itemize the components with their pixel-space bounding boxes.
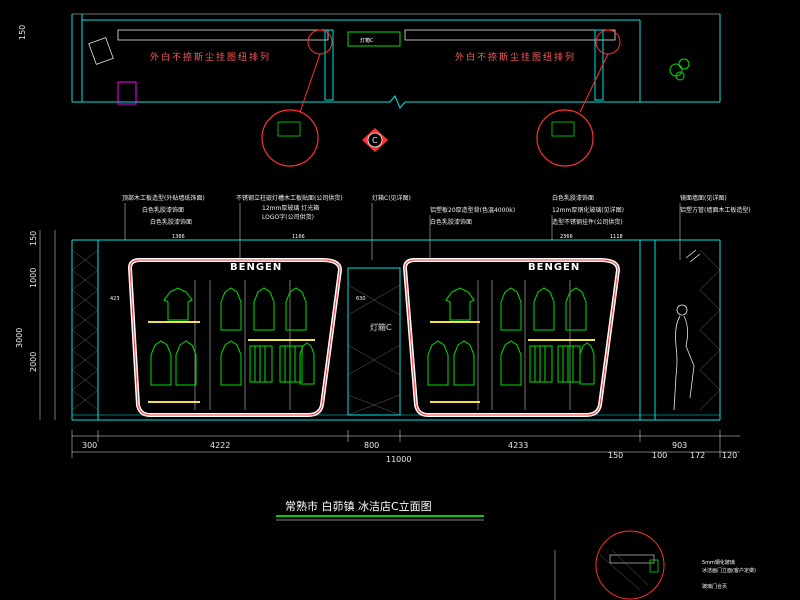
decorative-panel-right: [699, 249, 721, 411]
door-detail: 5mm钢化玻璃 冰洁画门立面(客户定做) 玻璃门合页: [554, 530, 756, 600]
dim-172: 172: [690, 451, 705, 460]
inner-dim-2366: 2366: [560, 234, 573, 240]
section-mark-label: C: [372, 136, 378, 145]
dim-150: 150: [608, 451, 623, 460]
inner-dim-1166: 1166: [292, 234, 305, 240]
decorative-panel-center: 灯箱C: [347, 267, 401, 416]
note-mid-1: 不锈钢立柱嵌灯槽木工板贴面(公司供货): [236, 194, 343, 202]
dim-total-11000: 11000: [386, 455, 411, 464]
horizontal-dimension-labels: 300 4222 800 4233 150 100 172 120 903 11…: [82, 441, 737, 464]
detail-note-2: 冰洁画门立面(客户定做): [702, 567, 756, 574]
garment-icons-right: [427, 287, 595, 386]
section-mark: C: [362, 128, 388, 152]
note-left-1: 顶部木工板造型(外贴墙纸饰面): [122, 194, 205, 202]
vertical-dimension-labels: 150 1000 3000 2000: [15, 231, 38, 372]
inner-dim-1366: 1366: [172, 234, 185, 240]
top-sign-text-left: 外白不捺斯尘挂图纽排列: [150, 51, 271, 63]
note-mid2-2: 白色乳胶漆饰面: [430, 218, 472, 226]
decorative-column-left: [71, 249, 99, 411]
garment-icons-left: [150, 287, 315, 386]
note-left-2: 白色乳胶漆饰面: [142, 206, 184, 214]
note-light: 灯箱C(见详图): [372, 194, 411, 202]
inner-dim-423: 423: [110, 296, 120, 302]
note-right-1: 白色乳胶漆饰面: [552, 194, 594, 202]
note-far-right-1: 镜面墙面(见详图): [680, 194, 727, 202]
display-window-right: BENGEN: [402, 258, 621, 417]
inner-dim-1118: 1118: [610, 234, 623, 240]
note-mid2-1: 铝塑板20厚造型背(色温4000k): [430, 206, 515, 214]
note-right-3: 造型不锈钢挂件(公司供货): [552, 218, 623, 226]
dim-800: 800: [364, 441, 379, 450]
note-left-3: 白色乳胶漆饰面: [150, 218, 192, 226]
inner-dim-630: 630: [356, 296, 366, 302]
brand-logo-left: BENGEN: [230, 262, 282, 273]
dim-left-150: 150: [29, 231, 38, 246]
dim-left-1000: 1000: [29, 268, 38, 288]
dim-903: 903: [672, 441, 687, 450]
note-far-right-2: 铝塑方管(墙面木工板造型): [680, 206, 751, 214]
top-dim-150: 150: [18, 25, 27, 40]
inner-dimension-labels: 1366 1166 423 630 1118 2366: [110, 234, 623, 302]
detail-note-3: 玻璃门合页: [702, 583, 727, 590]
note-mid-2: 12mm厚玻璃 灯光箱: [262, 204, 319, 212]
plant-icon: [669, 58, 690, 81]
dimension-lines: [39, 230, 740, 458]
dim-300: 300: [82, 441, 97, 450]
dim-left-2000: 2000: [29, 352, 38, 372]
brand-logo-right: BENGEN: [528, 262, 580, 273]
light-box-label-top: 灯箱C: [360, 37, 374, 44]
top-plan-section: 外白不捺斯尘挂图纽排列 外白不捺斯尘挂图纽排列 灯箱C 150: [18, 13, 721, 109]
detail-note-1: 5mm钢化玻璃: [702, 559, 735, 566]
drawing-title: 常熟市 白茆镇 冰洁店C立面图: [285, 499, 432, 513]
person-silhouette: [673, 249, 701, 411]
dim-120: 120: [722, 451, 737, 460]
dim-4222: 4222: [210, 441, 230, 450]
dim-left-3000: 3000: [15, 328, 24, 348]
drawing-title-block: 常熟市 白茆镇 冰洁店C立面图: [276, 499, 484, 521]
leader-lines: [124, 203, 681, 260]
detail-callout-circles: [261, 29, 621, 167]
annotation-notes: 顶部木工板造型(外贴墙纸饰面) 白色乳胶漆饰面 白色乳胶漆饰面 不锈钢立柱嵌灯槽…: [122, 194, 751, 226]
display-window-left: BENGEN: [127, 258, 343, 417]
light-box-vertical-label: 灯箱C: [370, 322, 392, 332]
note-mid-3: LOGO字(公司供货): [262, 213, 314, 221]
top-sign-text-right: 外白不捺斯尘挂图纽排列: [455, 51, 576, 63]
dim-100: 100: [652, 451, 667, 460]
note-right-2: 12mm厚钢化玻璃(见详图): [552, 206, 624, 214]
dim-4233: 4233: [508, 441, 528, 450]
elevation-frame: [71, 239, 721, 421]
